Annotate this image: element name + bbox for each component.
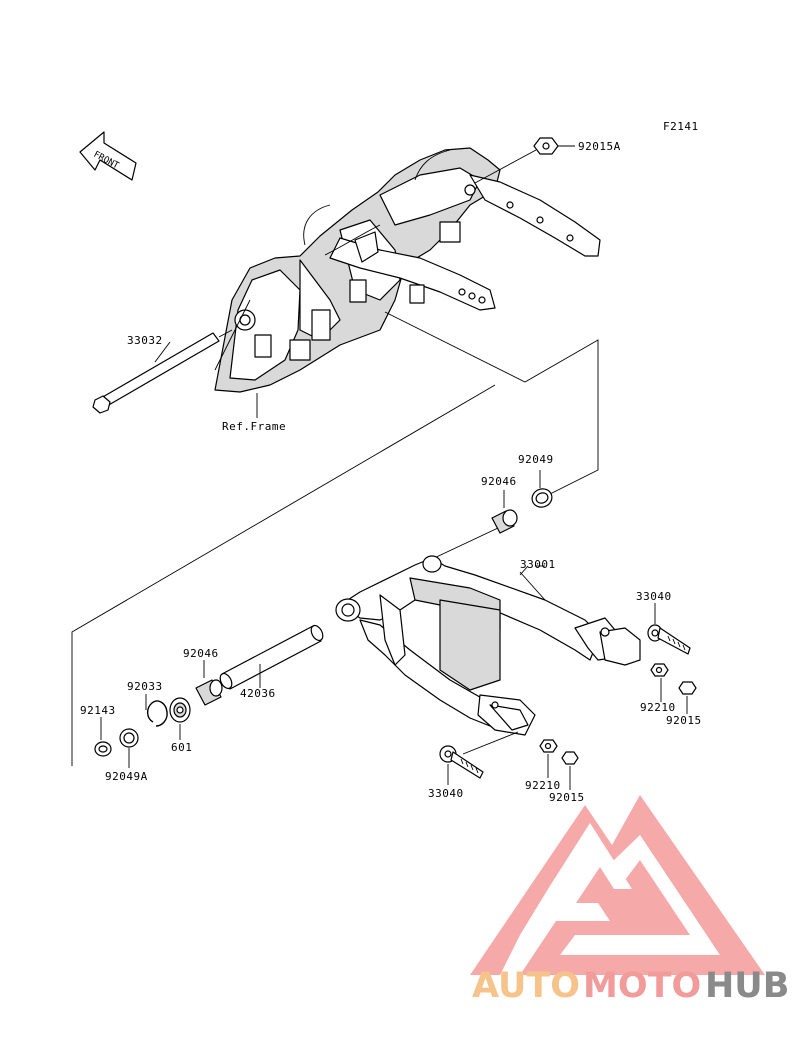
figure-code: F2141	[663, 120, 699, 133]
seal-92049A	[119, 728, 139, 768]
label-33001: 33001	[520, 558, 556, 571]
label-92046-top: 92046	[481, 475, 517, 488]
nut-92015-right	[678, 681, 697, 714]
label-92049-top: 92049	[518, 453, 554, 466]
watermark-auto: AUTO	[472, 966, 580, 1006]
collar-92143	[94, 717, 112, 757]
bearing-601	[169, 697, 191, 740]
sleeve-42036	[219, 624, 324, 690]
front-arrow: FRONT	[79, 131, 137, 181]
label-92143: 92143	[80, 704, 116, 717]
frame-drawing	[214, 147, 601, 393]
circlip-92033	[145, 694, 168, 727]
watermark-logo: AUTO MOTO HUB	[470, 795, 789, 1006]
seal-92049-top	[531, 470, 553, 508]
swingarm-33001	[335, 555, 641, 736]
adjuster-33040-bottom	[439, 731, 519, 785]
label-92015A: 92015A	[578, 140, 621, 153]
logo-inner	[560, 835, 720, 955]
label-92046-left: 92046	[183, 647, 219, 660]
watermark-moto: MOTO	[583, 966, 701, 1006]
nut-92015A	[474, 137, 575, 184]
label-33040-right: 33040	[636, 590, 672, 603]
label-601: 601	[171, 741, 192, 754]
nut-92210-right	[650, 663, 669, 702]
adjuster-33040-right	[647, 603, 691, 655]
nut-92210-bottom	[539, 739, 558, 778]
label-42036: 42036	[240, 687, 276, 700]
axle-33032	[92, 329, 233, 414]
label-33032: 33032	[127, 334, 163, 347]
ref-frame-label: Ref.Frame	[222, 420, 286, 433]
nut-92015-bottom	[561, 751, 579, 790]
label-92049A: 92049A	[105, 770, 148, 783]
reference-outline	[71, 311, 599, 766]
label-92015-bottom: 92015	[549, 791, 585, 804]
label-92210-right: 92210	[640, 701, 676, 714]
label-33040-bottom: 33040	[428, 787, 464, 800]
label-92210-bottom: 92210	[525, 779, 561, 792]
watermark-hub: HUB	[705, 966, 789, 1006]
label-92033: 92033	[127, 680, 163, 693]
bearing-92046-left	[195, 660, 223, 706]
bearing-92046-top	[429, 490, 518, 561]
label-92015-right: 92015	[666, 714, 702, 727]
